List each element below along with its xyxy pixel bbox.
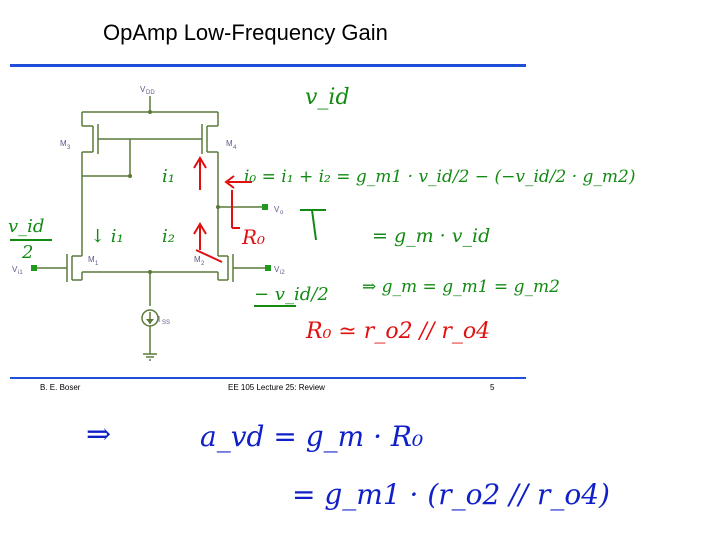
m1-label: M	[88, 255, 95, 264]
green-annotations: v_id v_id 2 ↓ i₁ i₁ i₂ i₀ = i₁ + i₂ = g_…	[8, 85, 635, 305]
m4-label: M	[226, 139, 233, 148]
title-rule	[10, 64, 526, 67]
vdd-label: V	[140, 85, 146, 94]
vi1-label-sub: i1	[18, 270, 23, 276]
m1-label-sub: 1	[95, 261, 99, 267]
vi2-label: V	[274, 265, 280, 274]
implies-arrow: ⇒	[86, 417, 111, 452]
m4-label-sub: 4	[233, 145, 237, 151]
i1-branch-annotation: ↓ i₁	[90, 226, 124, 247]
ro-label-annotation: R₀	[241, 225, 265, 249]
red-annotations: R₀ R₀ ≃ r_o2 // r_o4	[241, 225, 490, 344]
gain-equation-1: a_vd = g_m · R₀	[200, 420, 423, 453]
opamp-schematic	[36, 96, 266, 361]
vo-label: V	[274, 205, 280, 214]
vi1-label: V	[12, 265, 18, 274]
output-current-equation: i₀ = i₁ + i₂ = g_m1 · v_id/2 − (−v_id/2 …	[244, 167, 635, 187]
iss-label: I	[158, 315, 160, 324]
m3-label-sub: 3	[67, 145, 71, 151]
iss-label-sub: SS	[162, 320, 170, 326]
vid-top-annotation: v_id	[305, 85, 350, 110]
vdd-label-sub: DD	[146, 90, 155, 96]
slide-title: OpAmp Low-Frequency Gain	[103, 20, 388, 45]
blue-annotations: ⇒ a_vd = g_m · R₀ = g_m1 · (r_o2 // r_o4…	[86, 417, 610, 511]
red-strokes	[193, 156, 252, 263]
gain-equation-2: = g_m1 · (r_o2 // r_o4)	[292, 478, 610, 511]
vid-left-numerator: v_id	[8, 216, 44, 237]
neg-vid-annotation: − v_id/2	[254, 284, 329, 305]
vi2-label-sub: i2	[280, 270, 285, 276]
gm-vid-equation: = g_m · v_id	[372, 225, 490, 247]
footer-author: B. E. Boser	[40, 383, 81, 392]
vid-left-denominator: 2	[21, 242, 33, 263]
pin-markers	[31, 204, 271, 271]
m2-label: M	[194, 255, 201, 264]
green-strokes	[10, 209, 326, 307]
m2-label-sub: 2	[201, 261, 205, 267]
m3-label: M	[60, 139, 67, 148]
footer-lecture: EE 105 Lecture 25: Review	[228, 383, 325, 392]
footer-page-number: 5	[490, 383, 495, 392]
footer-rule	[10, 377, 526, 379]
i1-annotation: i₁	[162, 166, 175, 187]
ro-equation: R₀ ≃ r_o2 // r_o4	[305, 319, 490, 344]
schematic-nodes	[128, 110, 220, 324]
vo-label-sub: o	[280, 210, 284, 216]
i2-annotation: i₂	[162, 226, 175, 247]
gm-equality-annotation: ⇒ g_m = g_m1 = g_m2	[362, 277, 560, 297]
